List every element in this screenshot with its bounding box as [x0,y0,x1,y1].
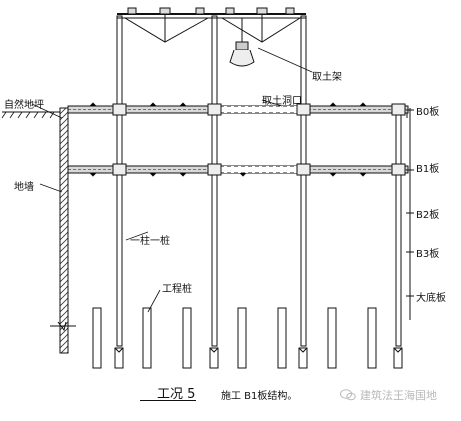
ground-surface [1,111,60,119]
engineering-piles [92,307,403,369]
grab-bucket [229,18,255,67]
diaphragm-wall [50,107,76,354]
stage-title-underline [140,400,196,401]
slab-b3-label: B3板 [416,249,440,260]
excavation-opening [220,105,305,114]
column-pile-label: 一柱一桩 [130,236,170,247]
base-slab-label: 大底板 [416,293,446,304]
watermark: 建筑法王海国地 [340,387,437,403]
natural-ground-label: 自然地坪 [4,100,44,111]
level-ticks [406,109,414,297]
right-wall [406,108,411,320]
diaphragm-wall-label: 地墙 [14,182,34,193]
slab-b1-label: B1板 [416,164,440,175]
slab-b2-label: B2板 [416,210,440,221]
slab-b0-label: B0板 [416,107,440,118]
watermark-text: 建筑法王海国地 [360,389,437,402]
stage-caption: 施工 B1板结构。 [221,391,298,402]
chat-bubble-icon [340,389,356,401]
excavation-opening-label: 取土洞口 [262,96,302,107]
slab-joints [89,102,367,177]
stage-title: 工况 5 [157,387,196,402]
excavation-frame-label: 取土架 [312,72,342,83]
excavation-frame [117,7,306,43]
column-piles [112,15,406,347]
engineering-pile-label: 工程桩 [162,284,192,295]
leader-lines [31,47,313,313]
